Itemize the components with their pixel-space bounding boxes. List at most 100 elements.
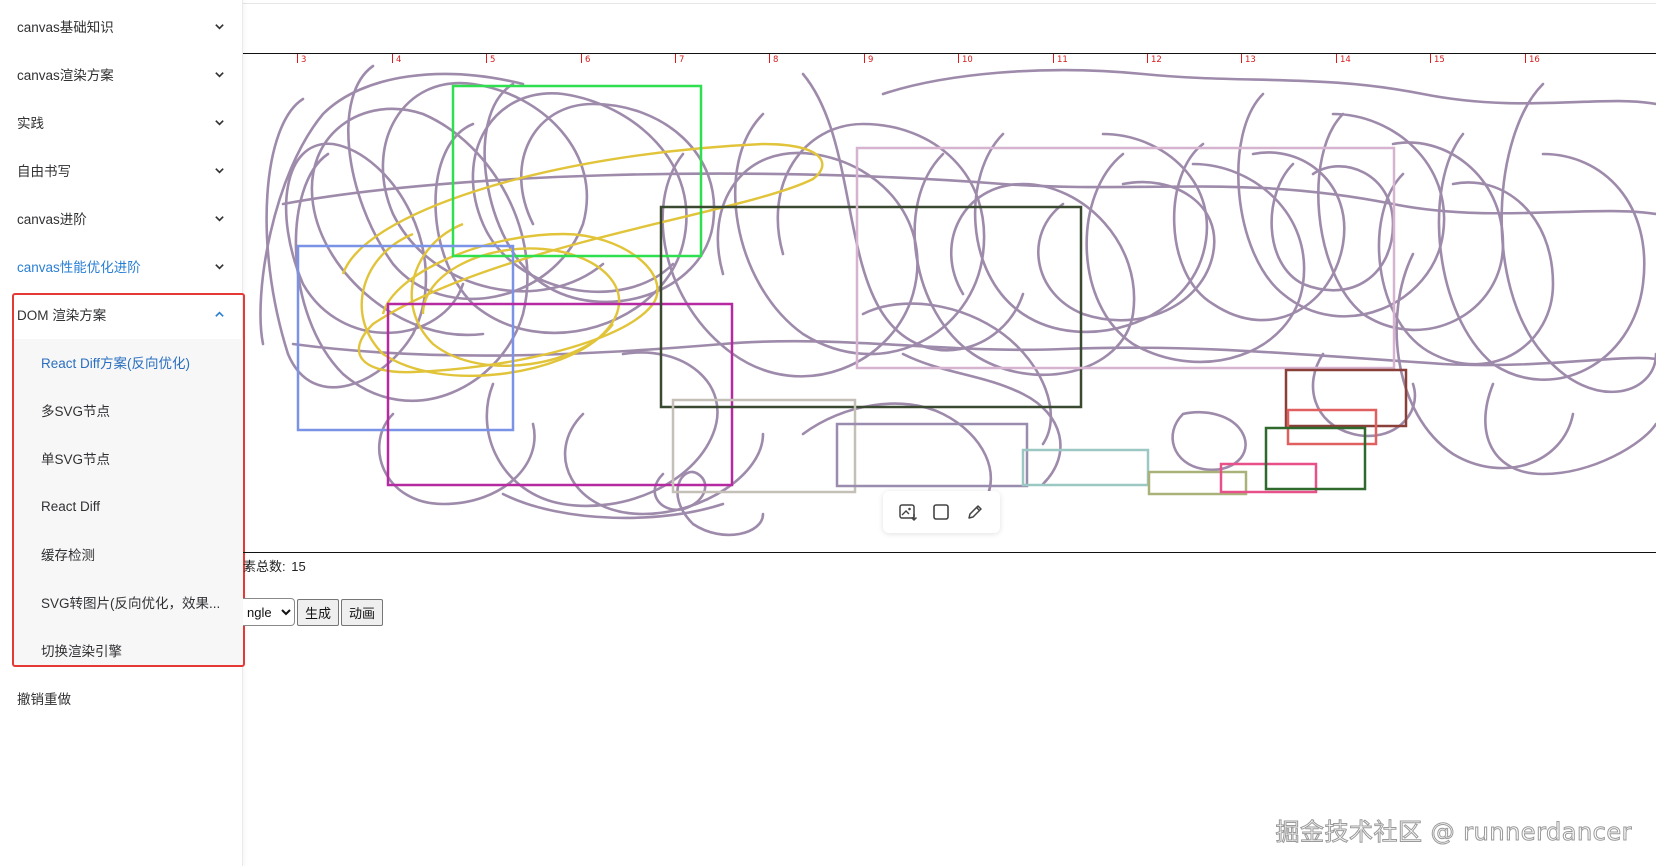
sidebar-item-label: canvas性能优化进阶 (17, 260, 141, 275)
shape-type-select[interactable]: ngle (243, 598, 295, 626)
freehand-stroke (377, 412, 536, 506)
sidebar-item-label: canvas进阶 (17, 212, 87, 227)
ruler-tick-label: 4 (396, 55, 402, 65)
submenu-item-label: 多SVG节点 (41, 404, 111, 419)
submenu-item-svg-to-image[interactable]: SVG转图片(反向优化，效果... (14, 579, 243, 625)
ruler-tick-label: 12 (1151, 55, 1162, 65)
sidebar-item-free-writing[interactable]: 自由书写 (0, 147, 242, 193)
freehand-stroke (881, 68, 1656, 106)
submenu-highlight-box (12, 293, 245, 667)
drawing-svg[interactable] (243, 54, 1656, 553)
rectangle-shape (659, 205, 1083, 409)
submenu-item-react-diff[interactable]: React Diff (14, 483, 243, 529)
ruler-tick (1430, 54, 1431, 63)
freehand-stroke (1377, 172, 1555, 366)
rectangles (296, 84, 1408, 496)
yellow-loops (341, 142, 824, 377)
submenu-item-label: React Diff方案(反向优化) (41, 356, 191, 371)
freehand-stroke (1317, 112, 1505, 332)
ruler-tick (1053, 54, 1054, 63)
ruler-tick-label: 9 (868, 55, 874, 65)
rectangle-icon (933, 504, 950, 520)
sidebar-item-canvas-basics[interactable]: canvas基础知识 (0, 3, 242, 49)
sidebar-item-undo-redo[interactable]: 撤销重做 (0, 675, 242, 721)
top-divider (243, 3, 1656, 4)
chevron-down-icon (212, 163, 226, 177)
freehand-stroke (1395, 252, 1575, 470)
sidebar-item-dom-render[interactable]: DOM 渲染方案 (14, 291, 243, 337)
ruler-tick (297, 54, 298, 63)
rectangle-shape (855, 146, 1396, 370)
freehand-stroke (653, 470, 765, 537)
rectangle-shape (1264, 426, 1367, 491)
ruler-tick (1241, 54, 1242, 63)
submenu-item-switch-engine[interactable]: 切换渲染引擎 (14, 627, 243, 673)
sidebar-item-label: 撤销重做 (17, 692, 71, 707)
submenu-item-label: SVG转图片(反向优化，效果... (41, 596, 221, 611)
ruler-tick-label: 8 (773, 55, 779, 65)
pencil-tool-button[interactable] (962, 499, 988, 525)
ruler-tick (675, 54, 676, 63)
freehand-stroke (801, 72, 1025, 352)
chevron-down-icon (212, 259, 226, 273)
animate-button[interactable]: 动画 (341, 598, 384, 626)
submenu-item-label: 缓存检测 (41, 548, 95, 563)
drawing-canvas[interactable]: 3 4 5 6 7 8 9 10 11 12 13 14 15 16 (243, 53, 1656, 553)
freehand-stroke (501, 492, 725, 520)
sidebar-item-practice[interactable]: 实践 (0, 99, 242, 145)
generate-button[interactable]: 生成 (297, 598, 340, 626)
sidebar-item-canvas-advanced[interactable]: canvas进阶 (0, 195, 242, 241)
freehand-stroke (1085, 152, 1306, 364)
ruler-tick-label: 15 (1434, 55, 1445, 65)
freehand-stroke (1171, 410, 1247, 472)
freehand-stroke (734, 112, 986, 356)
ruler-tick (1525, 54, 1526, 63)
pencil-icon (968, 505, 982, 519)
chevron-down-icon (212, 19, 226, 33)
freehand-stroke (294, 107, 529, 402)
submenu-item-multi-svg[interactable]: 多SVG节点 (14, 387, 243, 433)
ruler-tick-label: 11 (1057, 55, 1068, 65)
yellow-loop-stroke (410, 222, 614, 367)
freehand-stroke (1311, 352, 1417, 438)
controls-bar: ngle 生成 动画 (243, 598, 384, 626)
sidebar-item-label: DOM 渲染方案 (17, 308, 107, 323)
freehand-stroke (265, 97, 465, 389)
ruler-tick (392, 54, 393, 63)
ruler-tick-label: 5 (490, 55, 496, 65)
freehand-stroke (563, 412, 765, 516)
watermark: 掘金技术社区 @ runnerdancer (1275, 818, 1632, 847)
sidebar-item-label: 自由书写 (17, 164, 71, 179)
freehand-stroke (1237, 92, 1446, 318)
floating-toolbar (883, 491, 1000, 533)
rectangle-shape (1147, 470, 1248, 496)
freehand-stroke (1437, 132, 1646, 381)
freehand-stroke (259, 72, 525, 346)
freehand-stroke (973, 132, 1209, 334)
element-count-label: 素总数: (243, 559, 286, 574)
submenu-item-react-diff-reverse[interactable]: React Diff方案(反向优化) (14, 339, 243, 385)
ruler-tick (958, 54, 959, 63)
freehand-stroke (1172, 142, 1346, 322)
rectangle-shape (1021, 448, 1150, 487)
ruler: 3 4 5 6 7 8 9 10 11 12 13 14 15 16 (243, 54, 1656, 66)
sidebar-item-canvas-perf[interactable]: canvas性能优化进阶 (0, 243, 242, 289)
ruler-tick-label: 13 (1245, 55, 1256, 65)
rectangle-tool-button[interactable] (928, 499, 954, 525)
ruler-tick-label: 14 (1340, 55, 1351, 65)
rectangle-shape (1219, 462, 1318, 494)
freehand-stroke (483, 82, 716, 304)
export-image-button[interactable] (895, 499, 921, 525)
element-count-value: 15 (291, 559, 306, 574)
sidebar-item-canvas-render[interactable]: canvas渲染方案 (0, 51, 242, 97)
freehand-stroke (1037, 180, 1216, 322)
ruler-tick (1336, 54, 1337, 63)
submenu-item-cache-check[interactable]: 缓存检测 (14, 531, 243, 577)
sidebar-item-label: canvas基础知识 (17, 20, 114, 35)
freehand-stroke (1500, 82, 1656, 394)
freehand-stroke (1484, 382, 1656, 476)
chevron-up-icon (212, 307, 226, 321)
freehand-stroke (1270, 162, 1395, 292)
submenu-item-single-svg[interactable]: 单SVG节点 (14, 435, 243, 481)
ruler-tick-label: 7 (679, 55, 685, 65)
